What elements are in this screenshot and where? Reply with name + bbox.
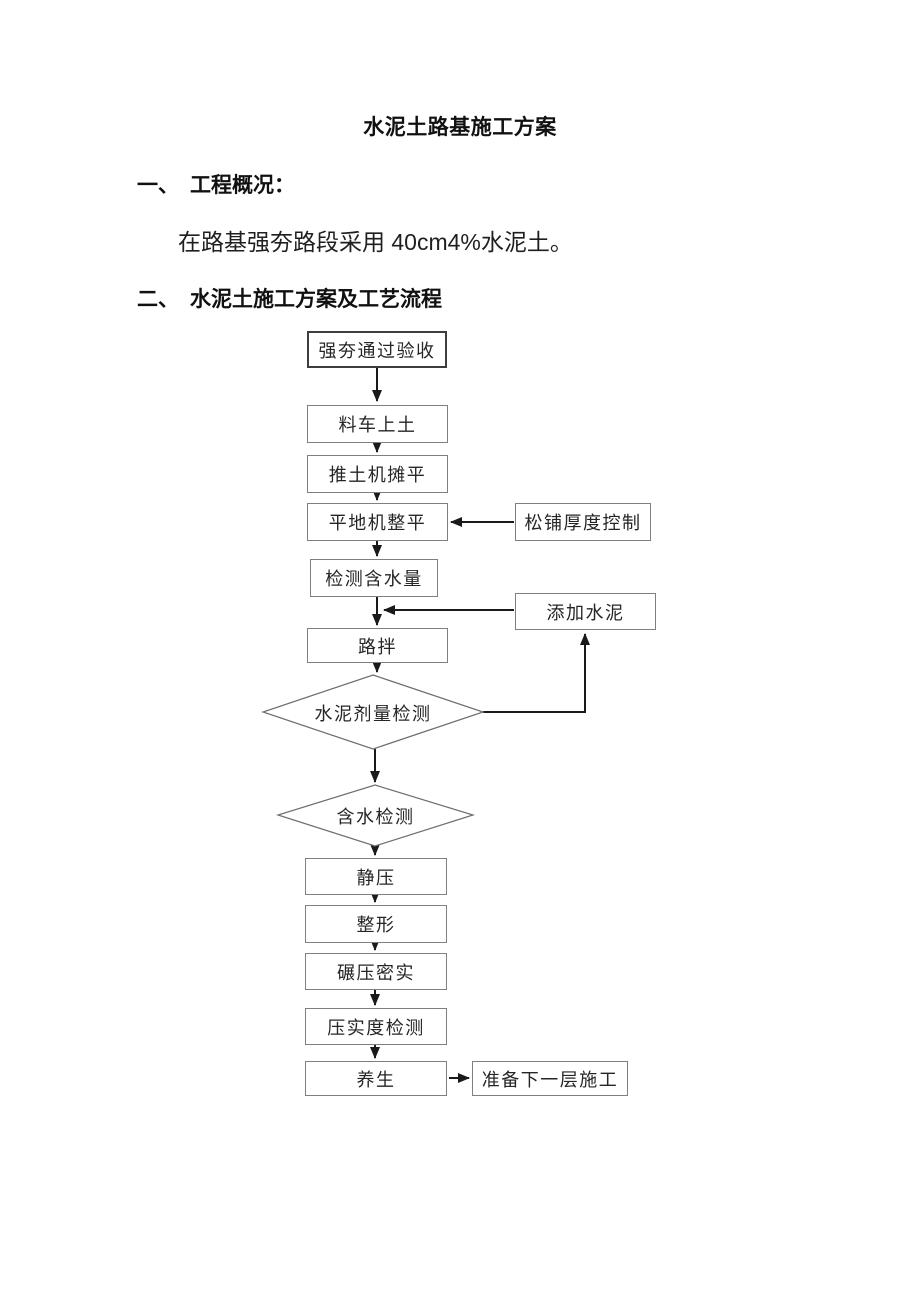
flowchart-node-static-press: 静压 bbox=[305, 858, 447, 895]
flowchart-node-moisture-test: 检测含水量 bbox=[310, 559, 438, 597]
section-1-heading-text: 工程概况： bbox=[190, 174, 295, 197]
flowchart-node-next-layer: 准备下一层施工 bbox=[472, 1061, 628, 1096]
section-1-heading: 一、工程概况： bbox=[137, 169, 295, 199]
flowchart-node-grader: 平地机整平 bbox=[307, 503, 448, 541]
flowchart-decision-water-check: 含水检测 bbox=[336, 807, 415, 827]
flowchart-node-thickness-control: 松铺厚度控制 bbox=[515, 503, 651, 541]
section-2-marker: 二、 bbox=[137, 288, 179, 311]
flowchart-node-bulldozer: 推土机摊平 bbox=[307, 455, 448, 493]
flowchart-node-curing: 养生 bbox=[305, 1061, 447, 1096]
section-1-body: 在路基强夯路段采用 40cm4%水泥土。 bbox=[178, 229, 573, 255]
section-2-heading-text: 水泥土施工方案及工艺流程 bbox=[190, 288, 442, 311]
flowchart-node-acceptance: 强夯通过验收 bbox=[307, 331, 447, 368]
flowchart-decision-cement-dose: 水泥剂量检测 bbox=[314, 704, 432, 724]
section-1-marker: 一、 bbox=[137, 174, 179, 197]
flowchart-node-compaction: 碾压密实 bbox=[305, 953, 447, 990]
flowchart-node-add-cement: 添加水泥 bbox=[515, 593, 656, 630]
section-2-heading: 二、水泥土施工方案及工艺流程 bbox=[137, 283, 442, 313]
page-title: 水泥土路基施工方案 bbox=[363, 116, 557, 139]
flowchart-node-loading: 料车上土 bbox=[307, 405, 448, 443]
flowchart-node-compaction-test: 压实度检测 bbox=[305, 1008, 447, 1045]
flowchart-node-road-mix: 路拌 bbox=[307, 628, 448, 663]
flowchart-node-shaping: 整形 bbox=[305, 905, 447, 943]
